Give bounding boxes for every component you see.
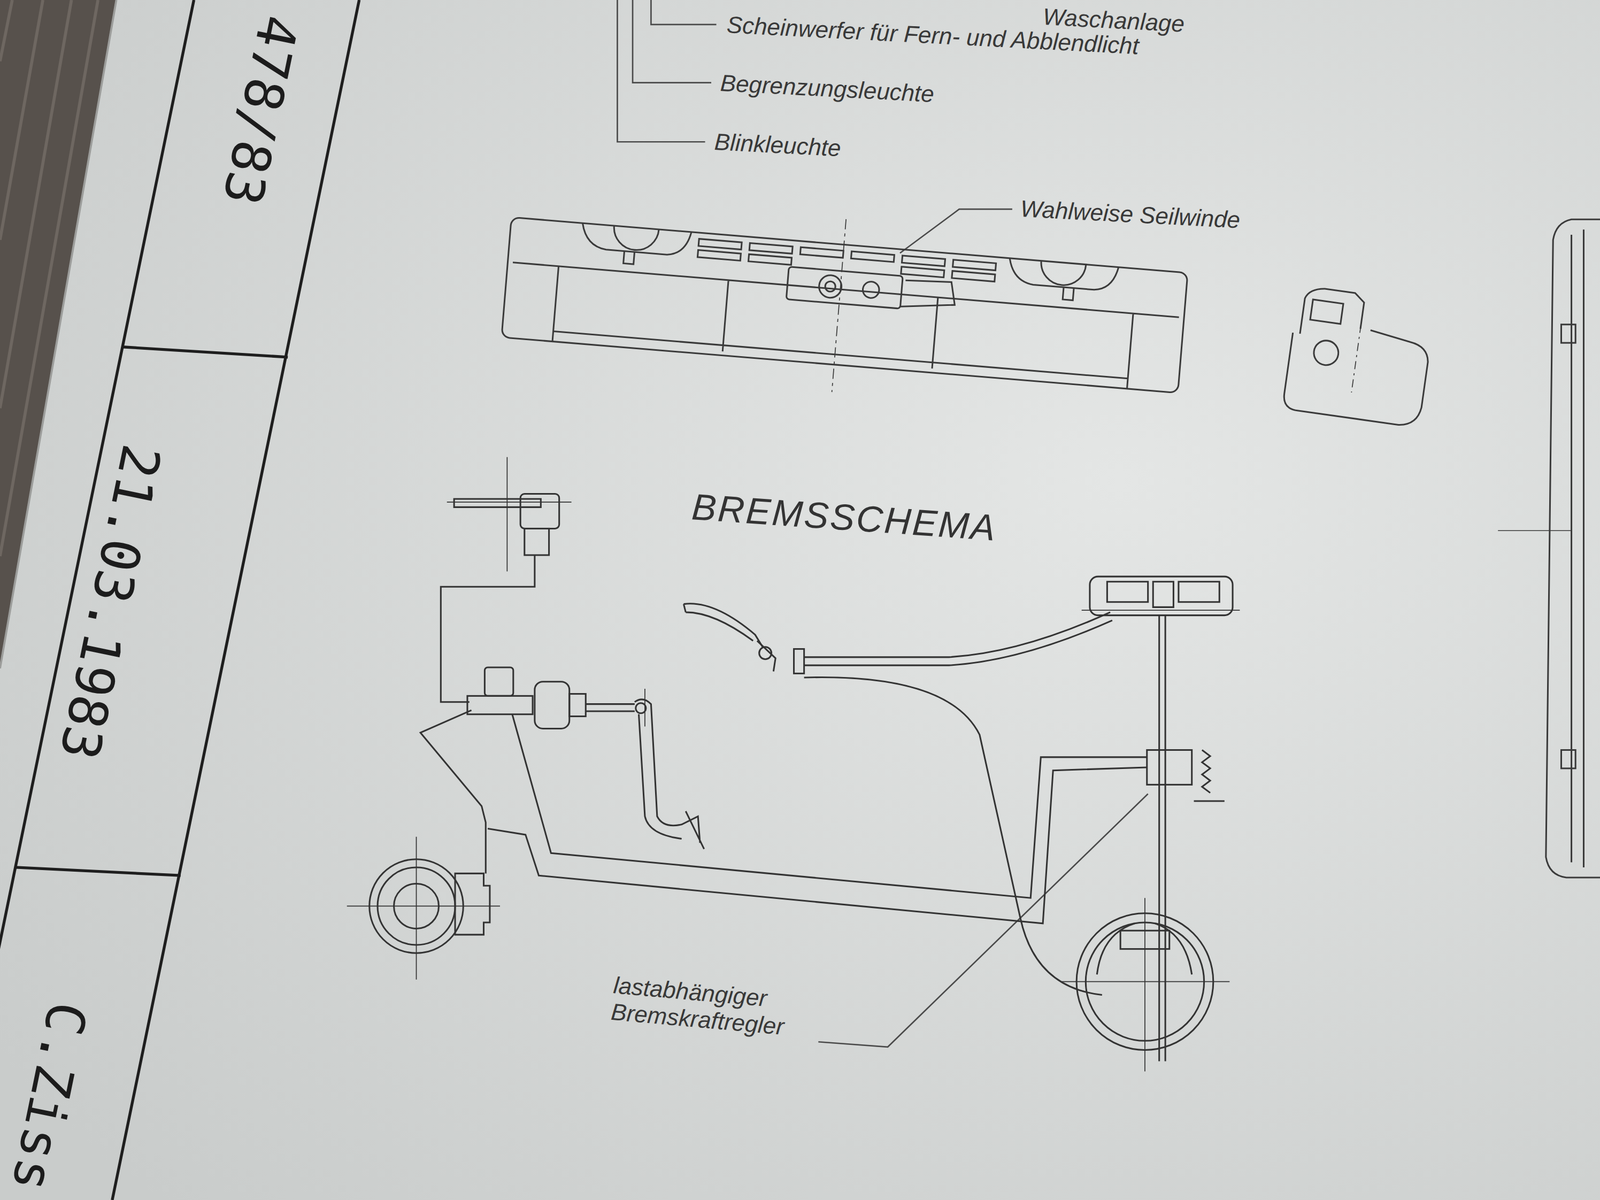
brake-system-illustration — [635, 703, 646, 714]
brake-system-illustration — [1081, 609, 1241, 611]
brake-system-illustration — [440, 555, 535, 703]
brake-system-illustration — [1159, 615, 1166, 1062]
brake-system-illustration — [512, 714, 1148, 898]
title-block-frame — [0, 0, 360, 1200]
brake-system-illustration — [524, 528, 550, 556]
part-label: Begrenzungsleuchte — [719, 69, 935, 108]
brake-system-illustration — [467, 695, 533, 714]
front-bumper-view — [824, 280, 836, 292]
brake-system-illustration — [644, 688, 646, 727]
diagram-title: BREMSSCHEMA — [690, 485, 998, 550]
brake-system-illustration — [420, 710, 486, 874]
brake-system-illustration — [447, 457, 572, 572]
part-label: Blinkleuchte — [713, 128, 842, 163]
front-bumper-view — [900, 278, 957, 312]
brake-system-illustration — [1147, 750, 1192, 786]
brake-system-illustration — [347, 836, 500, 980]
front-bumper-view — [832, 219, 847, 392]
vehicle-side-outline — [1545, 219, 1600, 878]
bumper-side-view — [1282, 319, 1432, 428]
front-bumper-view — [1007, 258, 1119, 292]
front-bumper-view — [499, 191, 1190, 421]
front-bumper-view — [862, 281, 880, 299]
brake-system-illustration — [804, 677, 1103, 996]
brake-system-illustration — [1106, 581, 1220, 608]
bumper-side-view — [1300, 286, 1366, 342]
bumper-side-view — [1282, 285, 1436, 428]
brake-system-illustration — [487, 767, 1148, 924]
front-bumper-view — [623, 251, 1074, 301]
title-block-frame — [112, 0, 360, 1200]
front-bumper-view — [786, 266, 903, 309]
brake-system-illustration — [757, 640, 776, 672]
leader-bracket — [818, 794, 1148, 1048]
brake-system-illustration — [1194, 750, 1225, 802]
front-bumper-view — [818, 274, 843, 299]
vehicle-side-outline — [1560, 750, 1576, 769]
drafter-name: C.Ziss — [3, 997, 95, 1197]
part-label: Wahlweise Seilwinde — [1019, 195, 1242, 234]
leader-bracket — [617, 0, 705, 142]
brake-system-illustration — [454, 498, 541, 507]
bumper-side-view — [1351, 324, 1361, 393]
wooden-table — [0, 0, 98, 557]
brake-system-illustration — [569, 694, 587, 717]
front-bumper-view — [506, 262, 1179, 393]
drawing-date: 21.03.1983 — [51, 440, 168, 764]
front-bumper-view — [697, 239, 996, 282]
leader-bracket — [650, 0, 717, 25]
front-bumper-view — [580, 222, 692, 257]
title-block-frame — [15, 867, 181, 876]
vehicle-side-outline — [1497, 219, 1600, 878]
drawing-number: 478/83 — [214, 11, 306, 210]
brake-system-illustration — [1089, 576, 1233, 616]
leader-bracket — [900, 209, 1013, 253]
front-bumper-view — [501, 217, 1188, 393]
vehicle-side-outline — [1497, 529, 1572, 532]
brake-system-illustration — [585, 704, 635, 712]
bumper-side-view — [1312, 339, 1341, 367]
brake-system-illustration — [534, 681, 570, 729]
title-block-frame — [0, 0, 195, 1200]
brake-system-illustration — [347, 457, 1241, 1072]
brake-system-illustration — [683, 603, 764, 649]
brake-system-illustration — [794, 649, 805, 674]
brake-system-illustration — [455, 873, 490, 935]
title-block-frame — [122, 347, 288, 358]
brake-system-illustration — [1096, 923, 1192, 975]
bumper-side-view — [1310, 299, 1344, 325]
vehicle-side-outline — [1560, 324, 1576, 343]
leader-bracket — [632, 0, 712, 83]
part-label: lastabhängiger Bremskraftregler — [609, 971, 834, 1045]
brake-system-illustration — [520, 494, 560, 529]
brake-system-illustration — [484, 667, 513, 696]
brake-system-illustration — [1060, 897, 1230, 1072]
brake-system-illustration — [804, 612, 1113, 666]
